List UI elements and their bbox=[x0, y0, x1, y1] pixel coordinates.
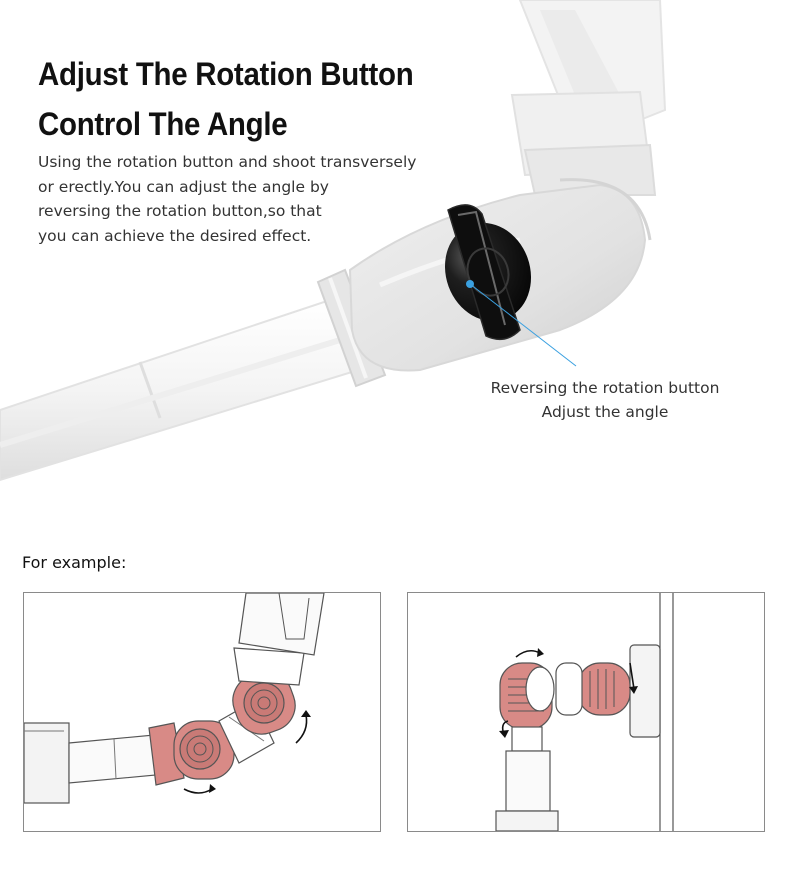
headline-line-1: Adjust The Rotation Button bbox=[38, 56, 414, 92]
description-line: Using the rotation button and shoot tran… bbox=[38, 153, 417, 171]
vertical-joint bbox=[499, 662, 555, 730]
rotation-button-callout: Reversing the rotation button Adjust the… bbox=[470, 376, 740, 424]
rotation-arrow-icon bbox=[183, 784, 216, 794]
callout-line-1: Reversing the rotation button bbox=[490, 379, 720, 397]
selfie-stick-hero-image bbox=[0, 0, 667, 482]
rotation-arrow-icon bbox=[515, 648, 544, 658]
rotation-arrow-icon bbox=[499, 720, 509, 738]
description-line: reversing the rotation button,so that bbox=[38, 202, 322, 220]
examples-label: For example: bbox=[22, 553, 127, 572]
headline-line-2: Control The Angle bbox=[38, 106, 288, 142]
description-line: you can achieve the desired effect. bbox=[38, 226, 312, 245]
lower-joint bbox=[148, 720, 235, 786]
callout-pointer bbox=[466, 280, 577, 367]
example-image-wall-mount bbox=[407, 592, 765, 832]
feature-description: Using the rotation button and shoot tran… bbox=[38, 150, 438, 248]
rotation-arrow-icon bbox=[629, 662, 638, 694]
description-line: or erectly.You can adjust the angle by bbox=[38, 177, 329, 196]
example-image-angled bbox=[23, 592, 381, 832]
upper-joint bbox=[232, 671, 296, 735]
angled-arm-illustration bbox=[24, 593, 325, 804]
callout-line-2: Adjust the angle bbox=[541, 403, 669, 421]
horizontal-joint bbox=[555, 662, 631, 716]
wall-mount-illustration bbox=[495, 593, 674, 831]
pole-illustration bbox=[0, 298, 354, 482]
rotation-knob-illustration bbox=[444, 204, 532, 341]
rotation-arrow-icon bbox=[295, 710, 311, 744]
top-mount-illustration bbox=[510, 0, 667, 196]
